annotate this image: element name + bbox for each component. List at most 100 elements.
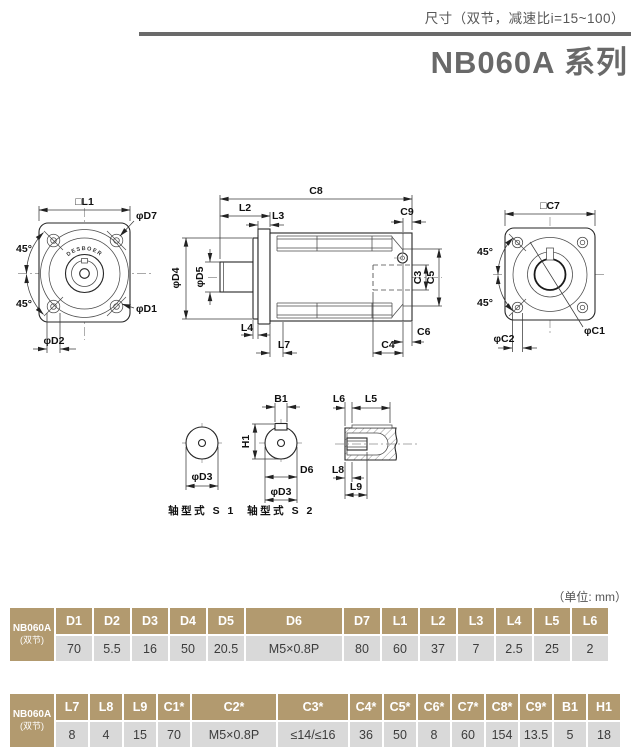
dim-label-l2: L2	[239, 202, 251, 214]
table2-header: B1	[554, 694, 586, 720]
dim-l2: L2	[219, 202, 271, 227]
dim-label-d7: φD7	[136, 210, 157, 222]
table1-value: 5.5	[94, 636, 130, 661]
dim-label-d3-s1: φD3	[192, 471, 213, 483]
spec-table-2: NB060A (双节) L7 L8 L9 C1* C2* C3* C4* C5*…	[8, 692, 622, 749]
dim-c7: □C7	[504, 200, 596, 226]
table1-value: 80	[344, 636, 380, 661]
table1-value: 2	[572, 636, 608, 661]
spec-table-1: NB060A (双节) D1 D2 D3 D4 D5 D6 D7 L1 L2 L…	[8, 606, 610, 663]
s1-caption: 轴型式 S 1	[168, 504, 236, 517]
table2-value: 8	[56, 722, 88, 747]
table1-header: D5	[208, 608, 244, 634]
dim-label-angle-1: 45°	[16, 243, 32, 255]
model-name: NB060A	[12, 708, 52, 720]
dim-l3: L3	[246, 210, 284, 235]
dim-angles-front: 45° 45°	[16, 232, 44, 315]
table2-header: L7	[56, 694, 88, 720]
page-subtitle: 尺寸（双节，减速比i=15~100）	[424, 11, 625, 26]
dim-c8: C8	[219, 185, 413, 259]
table1-value: M5×0.8P	[246, 636, 342, 661]
rear-view: □C7 45° 45° φC2 φC1	[477, 200, 607, 352]
table2-header: C9*	[520, 694, 552, 720]
dim-label-angle-4: 45°	[477, 297, 493, 309]
dim-label-l3: L3	[272, 210, 284, 222]
table1-value: 60	[382, 636, 418, 661]
dim-label-d3-s2: φD3	[271, 486, 292, 498]
dim-c1: φC1	[529, 241, 605, 337]
dim-c2: φC2	[494, 313, 537, 352]
dim-label-d1: φD1	[136, 303, 157, 315]
brand-arc-text: DESBOER	[66, 246, 104, 258]
dim-label-d5: φD5	[194, 266, 206, 287]
header-divider	[139, 32, 631, 36]
dim-c5: C5	[412, 248, 442, 307]
dim-label-l6: L6	[333, 393, 345, 405]
table2-header: C5*	[384, 694, 416, 720]
table1-value: 20.5	[208, 636, 244, 661]
table1-value: 37	[420, 636, 456, 661]
dim-label-l7: L7	[278, 339, 290, 351]
model-sub: (双节)	[20, 721, 44, 732]
table2-header: C4*	[350, 694, 382, 720]
dim-d5: φD5	[194, 249, 220, 305]
dim-d4: φD4	[170, 237, 252, 320]
table1-header: D2	[94, 608, 130, 634]
dim-d1: φD1	[121, 303, 157, 315]
dim-label-c2: φC2	[494, 333, 515, 345]
dim-label-c5: C5	[425, 271, 437, 285]
keyway-detail: L6 L5 L8 L9	[332, 393, 418, 499]
dim-label-angle-2: 45°	[16, 298, 32, 310]
dim-label-b1: B1	[274, 393, 288, 405]
model-sub: (双节)	[20, 635, 44, 646]
shaft-s1-detail: φD3 轴型式 S 1	[168, 423, 236, 517]
page-title: NB060A 系列	[430, 45, 628, 80]
dim-label-c9: C9	[400, 206, 414, 218]
dim-label-c7: □C7	[540, 200, 560, 212]
table1-value: 70	[56, 636, 92, 661]
table1-model-cell: NB060A (双节)	[10, 608, 54, 661]
table2-value: 18	[588, 722, 620, 747]
dim-label-c1: φC1	[584, 325, 605, 337]
dim-label-d4: φD4	[170, 267, 182, 288]
table2-header: C3*	[278, 694, 348, 720]
table1-value: 25	[534, 636, 570, 661]
table2-value: 50	[384, 722, 416, 747]
table2-value: M5×0.8P	[192, 722, 276, 747]
table1-header: L2	[420, 608, 456, 634]
dim-angles-rear: 45° 45°	[477, 237, 514, 312]
dim-d2: φD2	[33, 313, 76, 353]
table1-value: 2.5	[496, 636, 532, 661]
table2-header: C1*	[158, 694, 190, 720]
table1-header: L6	[572, 608, 608, 634]
table1-header: D6	[246, 608, 342, 634]
shaft-s2-detail: B1 H1 D6 φD3 轴型式 S 2	[240, 393, 315, 517]
table1-header: D7	[344, 608, 380, 634]
dim-label-d2: φD2	[44, 335, 65, 347]
dim-l1: □L1	[38, 196, 131, 221]
table1-value: 7	[458, 636, 494, 661]
s2-caption: 轴型式 S 2	[247, 504, 315, 517]
unit-note: （单位: mm）	[552, 590, 627, 604]
dim-label-angle-3: 45°	[477, 246, 493, 258]
table2-value: 4	[90, 722, 122, 747]
dim-label-c3: C3	[412, 271, 424, 285]
dim-label-c8: C8	[309, 185, 323, 197]
table1-header: L3	[458, 608, 494, 634]
table2-header: L9	[124, 694, 156, 720]
table2-header: C8*	[486, 694, 518, 720]
table1-header: D4	[170, 608, 206, 634]
dim-l4: L4	[241, 320, 270, 339]
table2-header: H1	[588, 694, 620, 720]
dim-d7: φD7	[119, 210, 157, 237]
table1-header: D1	[56, 608, 92, 634]
table1-header: D3	[132, 608, 168, 634]
table2-header: L8	[90, 694, 122, 720]
table1-header: L1	[382, 608, 418, 634]
dim-label-l9: L9	[350, 481, 362, 493]
table2-value: ≤14/≤16	[278, 722, 348, 747]
table2-value: 60	[452, 722, 484, 747]
table2-value: 15	[124, 722, 156, 747]
dim-c3: C3	[412, 264, 429, 291]
